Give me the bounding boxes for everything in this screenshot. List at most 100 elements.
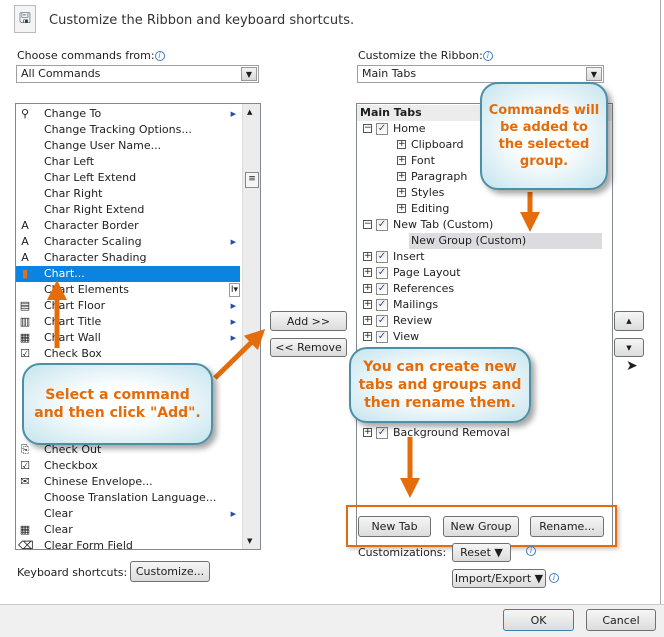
checkbox[interactable]: ✓ bbox=[376, 331, 388, 343]
command-item[interactable]: Change User Name... bbox=[16, 138, 240, 154]
reset-button[interactable]: Reset ▼ bbox=[452, 543, 511, 562]
checkbox[interactable]: ✓ bbox=[376, 427, 388, 439]
command-item[interactable]: Change Tracking Options... bbox=[16, 122, 240, 138]
command-item[interactable]: ▦Clear bbox=[16, 522, 240, 538]
move-up-button[interactable]: ▲ bbox=[614, 311, 644, 331]
checkbox[interactable]: ✓ bbox=[376, 315, 388, 327]
checkbox[interactable]: ✓ bbox=[376, 251, 388, 263]
scroll-down-icon[interactable]: ▼ bbox=[247, 537, 253, 545]
checkbox[interactable]: ✓ bbox=[376, 123, 388, 135]
expand-icon[interactable]: + bbox=[363, 315, 372, 325]
tree-item[interactable]: −✓Home bbox=[357, 121, 612, 137]
command-item[interactable]: Char Right bbox=[16, 186, 240, 202]
expand-icon[interactable]: + bbox=[397, 203, 406, 213]
scrollbar[interactable]: ▲ ≡ ▼ bbox=[242, 104, 260, 549]
tree-label: Mailings bbox=[393, 298, 439, 311]
expand-icon[interactable]: + bbox=[363, 299, 372, 309]
tree-item[interactable]: +Font bbox=[357, 153, 612, 169]
character-border-icon: A bbox=[21, 219, 29, 232]
checkbox[interactable]: ✓ bbox=[376, 267, 388, 279]
command-item[interactable]: Clear▶ bbox=[16, 506, 240, 522]
tree-item[interactable]: +✓Page Layout bbox=[357, 265, 612, 281]
info-icon[interactable]: i bbox=[154, 51, 165, 61]
collapse-icon[interactable]: − bbox=[363, 123, 372, 133]
page-title: Customize the Ribbon and keyboard shortc… bbox=[49, 13, 355, 28]
cancel-button[interactable]: Cancel bbox=[586, 609, 656, 631]
choose-commands-label: Choose commands from:i bbox=[17, 49, 165, 62]
remove-button[interactable]: << Remove bbox=[270, 338, 347, 357]
tree-item[interactable]: +✓Review bbox=[357, 313, 612, 329]
command-label: Clear bbox=[44, 507, 73, 520]
rename-button[interactable]: Rename... bbox=[530, 516, 604, 537]
command-label: Char Left Extend bbox=[44, 171, 137, 184]
choose-commands-dropdown[interactable]: All Commands▼ bbox=[16, 65, 259, 83]
callout-group: Commands will be added to the selected g… bbox=[480, 82, 608, 190]
expand-icon[interactable]: + bbox=[397, 155, 406, 165]
tree-item[interactable]: +✓References bbox=[357, 281, 612, 297]
command-label: Chart... bbox=[44, 267, 85, 280]
info-icon[interactable]: i bbox=[482, 51, 493, 61]
chart-icon: ▮ bbox=[21, 267, 29, 280]
info-icon[interactable]: i bbox=[549, 573, 559, 583]
checkbox-icon: ☑ bbox=[20, 459, 30, 472]
chart-wall-icon: ▦ bbox=[19, 331, 31, 344]
tree-item[interactable]: +Paragraph bbox=[357, 169, 612, 185]
expand-icon[interactable]: + bbox=[363, 267, 372, 277]
expand-icon[interactable]: + bbox=[363, 331, 372, 341]
command-item[interactable]: A Character Border bbox=[16, 218, 240, 234]
expand-icon[interactable]: + bbox=[397, 187, 406, 197]
submenu-arrow-icon: ▶ bbox=[230, 238, 236, 246]
expand-icon[interactable]: + bbox=[397, 139, 406, 149]
command-item[interactable]: ⚲Change To▶ bbox=[16, 106, 240, 122]
collapse-icon[interactable]: − bbox=[363, 219, 372, 229]
tree-item[interactable]: +✓Insert bbox=[357, 249, 612, 265]
command-item[interactable]: ▮ Chart... bbox=[16, 266, 240, 282]
command-item[interactable]: ⎘Check Out bbox=[16, 442, 240, 458]
command-item[interactable]: ✉Chinese Envelope... bbox=[16, 474, 240, 490]
command-label: Check Out bbox=[44, 443, 102, 456]
customize-icon: 🖫 bbox=[14, 5, 36, 33]
command-item[interactable]: Choose Translation Language... bbox=[16, 490, 240, 506]
info-icon[interactable]: i bbox=[526, 546, 536, 556]
command-item[interactable]: ⌫Clear Form Field bbox=[16, 538, 240, 550]
tree-item[interactable]: −✓New Tab (Custom) bbox=[357, 217, 612, 233]
tree-item[interactable]: + ✓ Mailings bbox=[357, 297, 612, 313]
command-item[interactable]: ☑Check Box bbox=[16, 346, 240, 362]
scroll-thumb[interactable]: ≡ bbox=[245, 172, 259, 188]
tree-item[interactable]: +✓Background Removal bbox=[357, 425, 612, 441]
command-item[interactable]: Char Left bbox=[16, 154, 240, 170]
command-label: Char Right bbox=[44, 187, 103, 200]
tree-label: Clipboard bbox=[411, 138, 464, 151]
customize-button[interactable]: Customize... bbox=[130, 561, 210, 582]
customize-ribbon-dropdown[interactable]: Main Tabs▼ bbox=[357, 65, 604, 83]
tree-item[interactable]: New Group (Custom) bbox=[357, 233, 612, 249]
checkbox[interactable]: ✓ bbox=[376, 219, 388, 231]
expand-icon[interactable]: + bbox=[363, 251, 372, 261]
expand-icon[interactable]: + bbox=[363, 427, 372, 437]
ok-button[interactable]: OK bbox=[503, 609, 574, 631]
command-item[interactable]: Char Right Extend bbox=[16, 202, 240, 218]
tree-item[interactable]: + Clipboard bbox=[357, 137, 612, 153]
new-tab-button[interactable]: New Tab bbox=[358, 516, 431, 537]
tree-item[interactable]: +✓View bbox=[357, 329, 612, 345]
new-group-button[interactable]: New Group bbox=[443, 516, 519, 537]
import-export-button[interactable]: Import/Export ▼ bbox=[452, 569, 546, 588]
checkbox[interactable]: ✓ bbox=[376, 283, 388, 295]
expand-icon[interactable]: + bbox=[397, 171, 406, 181]
tree-item[interactable]: +Styles bbox=[357, 185, 612, 201]
command-item[interactable]: ☑Checkbox bbox=[16, 458, 240, 474]
command-item[interactable]: Char Left Extend bbox=[16, 170, 240, 186]
command-label: Character Border bbox=[44, 219, 139, 232]
add-button[interactable]: Add >> bbox=[270, 311, 347, 331]
scroll-up-icon[interactable]: ▲ bbox=[247, 108, 253, 116]
command-label: Change To bbox=[44, 107, 102, 120]
move-down-button[interactable]: ▼ bbox=[614, 338, 644, 357]
character-shading-icon: A bbox=[21, 251, 29, 264]
tree-item[interactable]: +Editing bbox=[357, 201, 612, 217]
expand-icon[interactable]: + bbox=[363, 283, 372, 293]
command-label: Clear Form Field bbox=[44, 539, 133, 550]
submenu-arrow-icon: ▶ bbox=[230, 334, 236, 342]
checkbox[interactable]: ✓ bbox=[376, 299, 388, 311]
